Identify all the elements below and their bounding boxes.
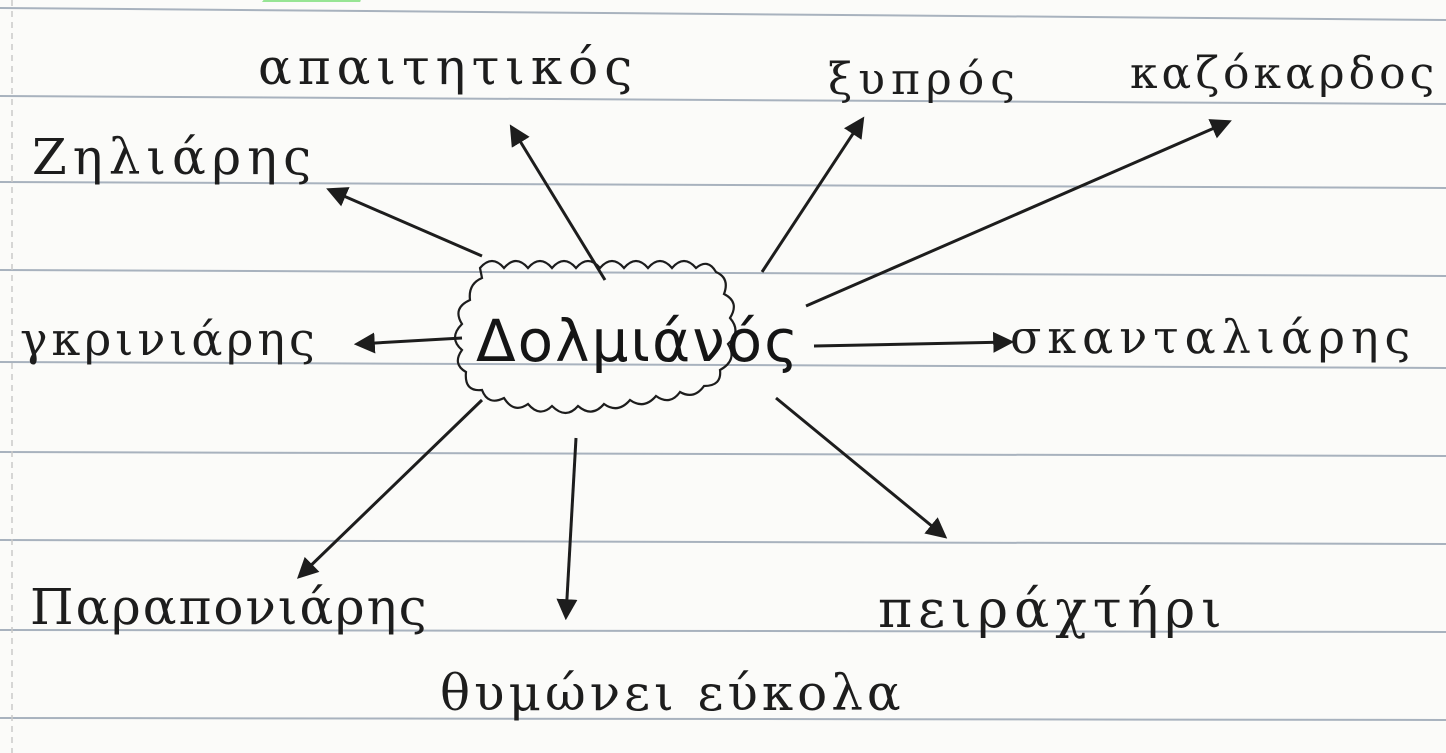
arrow-bottom-right [775,396,948,539]
word-right: σκανταλιάρης [1010,310,1417,364]
arrow-top-center [509,124,607,281]
word-top-left: Ζηλιάρης [32,128,318,186]
center-word: Δολμιάνός [476,307,801,375]
word-left: γκρινιάρης [20,312,319,366]
arrow-bottom-center [556,437,578,621]
word-top-right-1: ξυπρός [828,54,1021,105]
arrow-top-right-2 [805,119,1232,308]
word-bottom-left: Παραπονιάρης [30,578,429,636]
arrow-bottom-left [296,398,484,579]
word-top-center: απαιτητικός [258,38,639,96]
arrow-top-right-1 [760,116,865,273]
arrow-right [813,331,1015,353]
word-bottom-center: θυμώνει εύκολα [440,664,905,722]
word-bottom-right: πειράχτήρι [878,580,1228,640]
word-top-right-2: καζόκαρδος [1130,48,1439,99]
arrow-left [353,332,463,354]
cloud-shape [453,259,737,415]
arrow-top-left [326,187,483,258]
